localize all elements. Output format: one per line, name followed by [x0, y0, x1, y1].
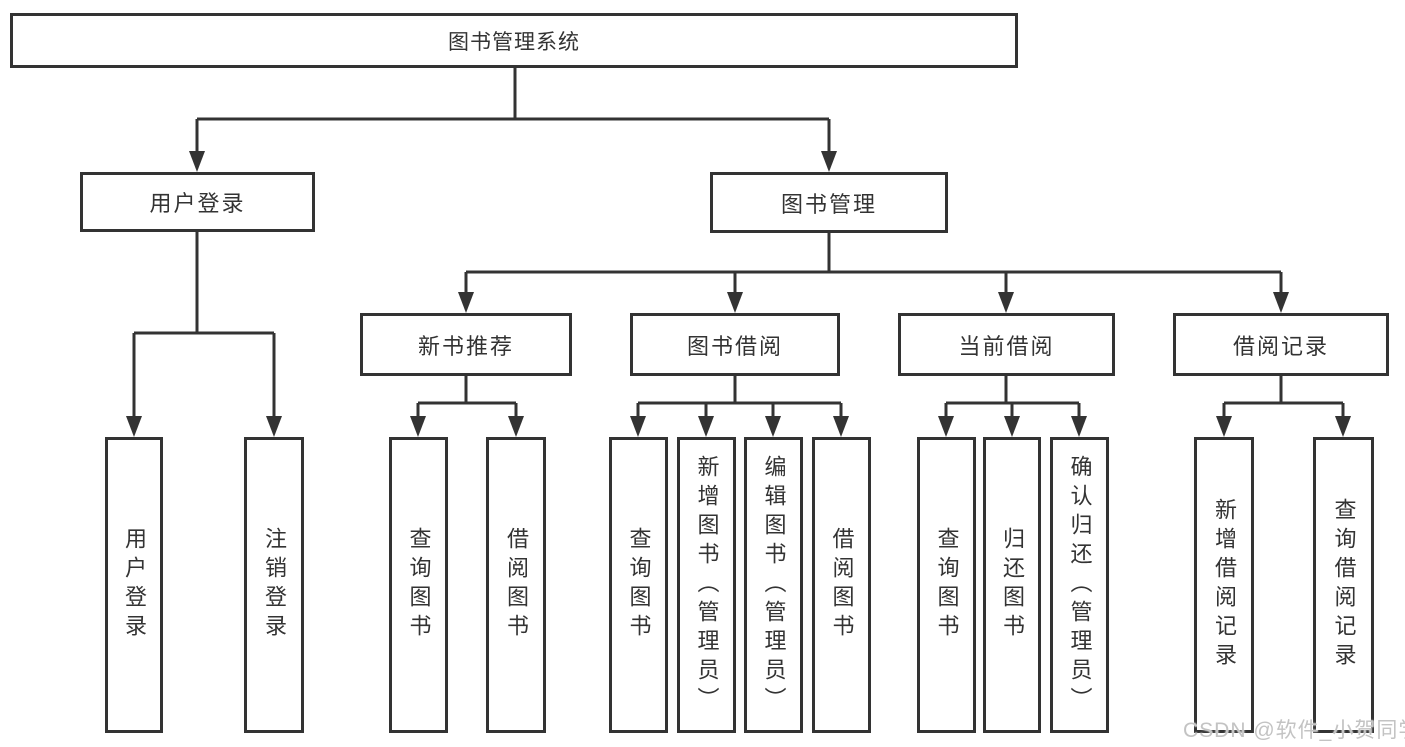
leaf-add-borrow-record: 新增借阅记录	[1194, 437, 1254, 733]
leaf-edit-books-admin-label: 编辑图书（管理员）	[761, 454, 787, 716]
node-user-login: 用户登录	[80, 172, 315, 232]
connector-borrowing-to-leaves	[636, 376, 843, 418]
leaf-query-books-current: 查询图书	[917, 437, 976, 733]
leaf-logout-label: 注销登录	[262, 527, 287, 643]
node-new-book-recommendation: 新书推荐	[360, 313, 572, 376]
leaf-confirm-return-admin-label: 确认归还（管理员）	[1067, 454, 1093, 716]
connector-book-management-to-level3	[464, 233, 1283, 294]
leaf-user-login-label: 用户登录	[122, 527, 147, 643]
leaf-user-login: 用户登录	[105, 437, 163, 733]
connector-recommend-to-leaves	[416, 376, 518, 418]
connector-records-to-leaves	[1222, 376, 1345, 418]
leaf-borrow-books-borrowing-label: 借阅图书	[829, 527, 855, 643]
leaf-return-books: 归还图书	[983, 437, 1041, 733]
node-current-borrowing-label: 当前借阅	[958, 333, 1055, 359]
leaf-query-books-current-label: 查询图书	[934, 527, 960, 643]
leaf-logout: 注销登录	[244, 437, 304, 733]
leaf-add-books-admin-label: 新增图书（管理员）	[694, 454, 720, 716]
node-new-book-recommendation-label: 新书推荐	[417, 333, 514, 359]
node-root: 图书管理系统	[10, 13, 1018, 68]
connector-root-to-level2	[195, 68, 831, 153]
arrowheads	[126, 151, 1351, 437]
connector-user-login-to-leaves	[132, 232, 276, 418]
node-user-login-label: 用户登录	[149, 191, 246, 216]
leaf-return-books-label: 归还图书	[1000, 527, 1025, 643]
node-book-management: 图书管理	[710, 172, 948, 233]
node-current-borrowing: 当前借阅	[898, 313, 1115, 376]
leaf-query-books-borrowing: 查询图书	[609, 437, 668, 733]
leaf-query-borrow-record: 查询借阅记录	[1313, 437, 1374, 733]
node-borrowing-records: 借阅记录	[1173, 313, 1389, 376]
leaf-confirm-return-admin: 确认归还（管理员）	[1050, 437, 1109, 733]
node-root-label: 图书管理系统	[448, 30, 580, 54]
connector-current-to-leaves	[944, 376, 1081, 418]
leaf-query-books-borrowing-label: 查询图书	[626, 527, 652, 643]
node-book-borrowing: 图书借阅	[630, 313, 840, 376]
node-book-management-label: 图书管理	[780, 191, 877, 217]
leaf-borrow-books-recommend: 借阅图书	[486, 437, 546, 733]
leaf-query-books-recommend-label: 查询图书	[406, 527, 432, 643]
leaf-query-borrow-record-label: 查询借阅记录	[1331, 498, 1357, 672]
leaf-borrow-books-recommend-label: 借阅图书	[504, 527, 529, 643]
leaf-borrow-books-borrowing: 借阅图书	[812, 437, 871, 733]
node-book-borrowing-label: 图书借阅	[686, 333, 783, 359]
leaf-add-borrow-record-label: 新增借阅记录	[1212, 498, 1237, 672]
node-borrowing-records-label: 借阅记录	[1232, 333, 1329, 359]
leaf-add-books-admin: 新增图书（管理员）	[677, 437, 736, 733]
csdn-watermark: CSDN @软件_小贺同学	[1183, 719, 1405, 742]
leaf-edit-books-admin: 编辑图书（管理员）	[744, 437, 803, 733]
leaf-query-books-recommend: 查询图书	[389, 437, 448, 733]
